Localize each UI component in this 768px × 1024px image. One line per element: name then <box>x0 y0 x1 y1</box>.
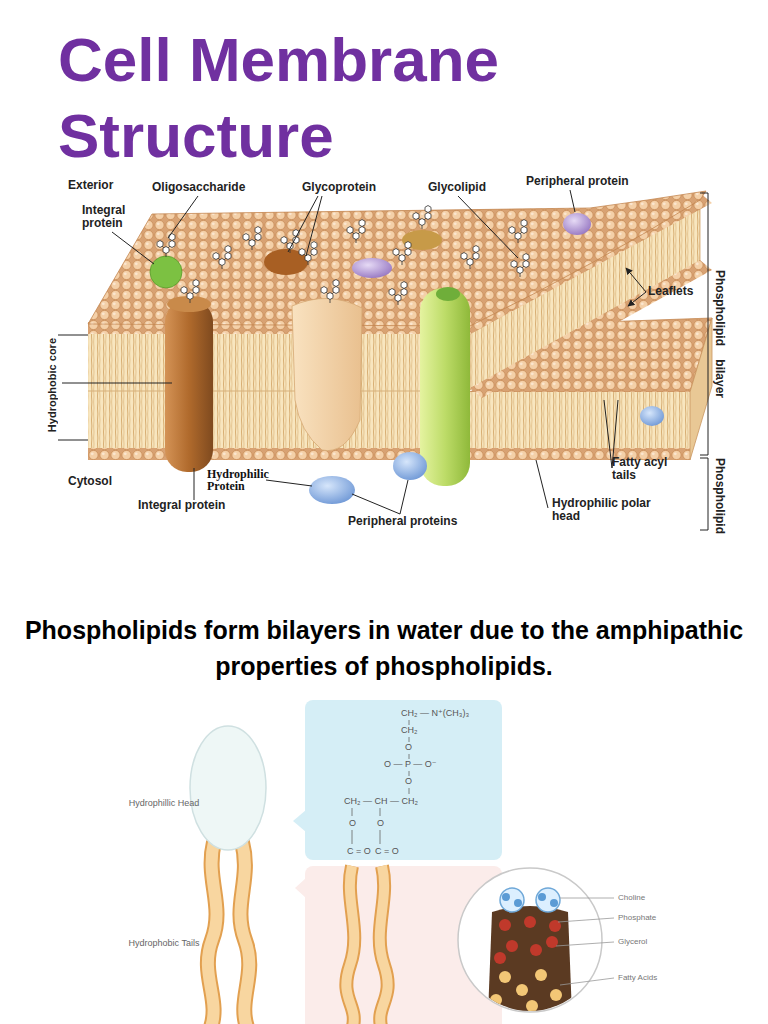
peripheral-protein <box>563 213 591 235</box>
molecule-inset <box>458 868 614 1015</box>
part-label: Oligosaccharide <box>152 180 245 194</box>
part-label: Peripheral proteins <box>348 514 457 528</box>
leader-lines <box>58 190 708 530</box>
formula-text: O <box>377 818 384 829</box>
formula-text: CH₂ — CH — CH₂ <box>344 796 418 807</box>
part-label: Cytosol <box>68 474 112 488</box>
part-label: Phospholipid <box>713 458 727 534</box>
page-title: Cell Membrane Structure <box>58 22 618 174</box>
part-label: Glycolipid <box>428 180 486 194</box>
part-label: Fatty acyl tails <box>612 456 678 482</box>
part-label: Phosphate <box>618 913 656 923</box>
formula-box: CH₂ — N⁺(CH₃)₃ CH₂ O O — P — O⁻ O CH₂ — CH — … <box>305 700 502 860</box>
formula-text: C = O <box>375 846 399 857</box>
bilayer-front <box>88 322 470 460</box>
part-label: Glycoprotein <box>302 180 376 194</box>
peripheral-protein <box>393 452 427 480</box>
part-label: Peripheral protein <box>526 174 629 188</box>
part-label: Phospholipid bilayer <box>713 270 727 398</box>
formula-text: O — P — O⁻ <box>384 759 437 770</box>
formula-text: O <box>349 818 356 829</box>
part-label: Hydrophobic Tails <box>128 938 200 949</box>
part-label: Hydrophillic Head <box>128 798 200 809</box>
part-label: Choline <box>618 893 645 903</box>
formula-text: CH₂ — N⁺(CH₃)₃ <box>401 708 469 719</box>
part-label: Leaflets <box>648 284 693 298</box>
part-label: Integral protein <box>82 204 142 230</box>
part-label: Integral protein <box>138 498 225 512</box>
oligosaccharides <box>157 206 529 306</box>
integral-protein-brown <box>165 300 213 472</box>
formula-text: C = O <box>347 846 371 857</box>
caption: Phospholipids form bilayers in water due… <box>24 612 744 684</box>
part-label: Fatty Acids <box>618 973 657 983</box>
phospholipid-drawing <box>190 726 266 1024</box>
proteins <box>150 213 664 504</box>
membrane-surface <box>88 191 706 326</box>
part-label: Hydrophobic core <box>46 338 59 432</box>
part-label: Hydrophilic polar head <box>552 497 667 523</box>
part-label: Hydrophilic Protein <box>207 468 282 492</box>
integral-protein-top <box>150 256 182 288</box>
formula-text: O <box>405 742 412 753</box>
integral-protein-green <box>420 288 470 486</box>
integral-protein-beige <box>292 298 362 450</box>
formula-text: CH₂ <box>401 725 418 736</box>
peripheral-protein <box>352 258 392 278</box>
part-label: Glycerol <box>618 937 647 947</box>
peripheral-protein <box>640 406 664 426</box>
part-label: Exterior <box>68 178 113 192</box>
peripheral-protein <box>309 476 355 504</box>
formula-text: O <box>405 776 412 787</box>
